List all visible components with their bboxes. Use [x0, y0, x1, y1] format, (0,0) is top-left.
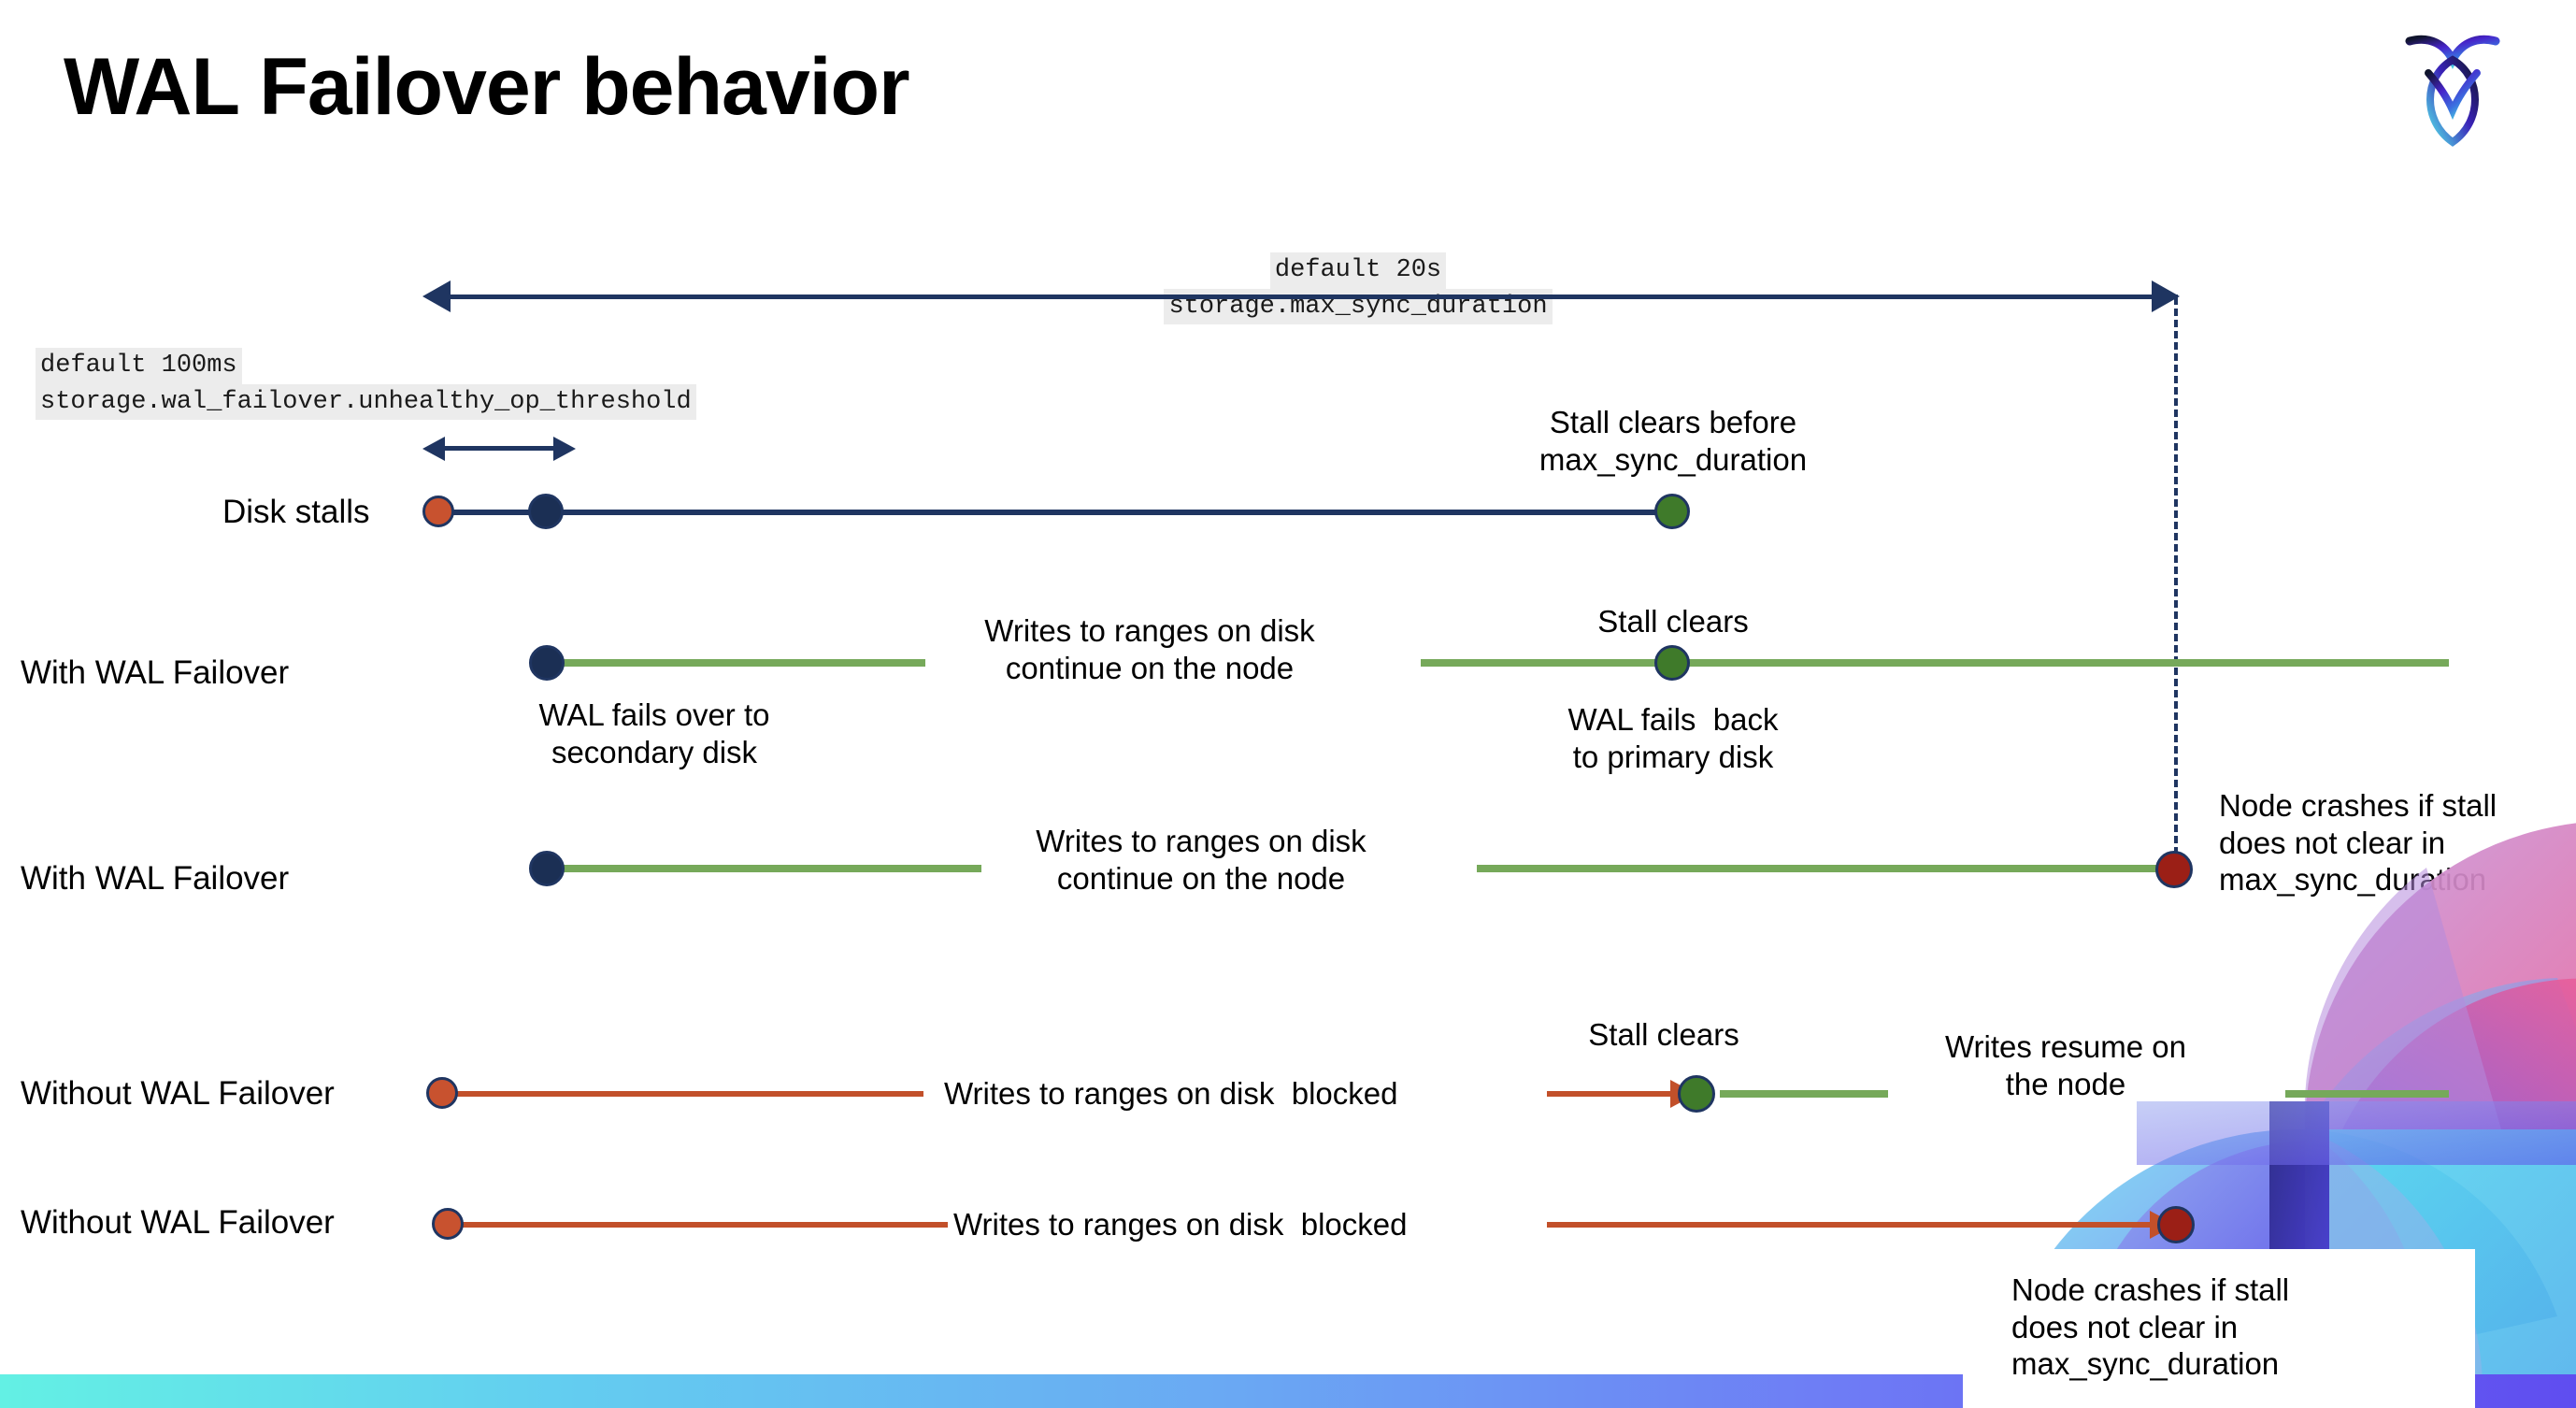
without-failover-clears-resume-line-1 [1720, 1090, 1888, 1098]
with-failover-clears-mid-note: Writes to ranges on disk continue on the… [984, 613, 1315, 685]
without-failover-crash-blocked-note: Writes to ranges on disk blocked [953, 1207, 1408, 1242]
disk-stalls-timeline [439, 510, 1673, 515]
cockroachdb-logo-icon [2402, 24, 2503, 148]
without-failover-crash-callout: Node crashes if stall does not clear in … [1963, 1249, 2475, 1408]
without-failover-clears-blocked-line-2 [1547, 1091, 1687, 1097]
with-failover-clears-segment-2 [1421, 659, 2449, 667]
max-sync-duration-left-arrowhead [422, 280, 451, 312]
row-label-disk-stalls: Disk stalls [222, 494, 370, 530]
with-failover-clears-start-note: WAL fails over to secondary disk [538, 697, 770, 769]
disk-stall-clear-dot [1654, 494, 1690, 529]
max-sync-duration-setting: default 20s storage.max_sync_duration [1138, 252, 1578, 325]
with-failover-crash-segment-1 [542, 865, 981, 872]
disk-stalls-clear-annotation: Stall clears before max_sync_duration [1538, 405, 1808, 477]
without-failover-clears-clear-note: Stall clears [1588, 1017, 1739, 1052]
unhealthy-op-threshold-span-line [443, 446, 555, 451]
row-label-without-wal-failover-clears: Without WAL Failover [21, 1075, 335, 1112]
max-sync-duration-default: default 20s [1269, 252, 1447, 289]
with-failover-crash-start-dot [529, 851, 565, 886]
unhealthy-op-threshold-default: default 100ms [36, 348, 242, 384]
with-failover-clears-clear-note: Stall clears [1597, 604, 1749, 639]
without-failover-clears-resume-line-2 [2285, 1090, 2449, 1098]
with-failover-clears-segment-1 [542, 659, 925, 667]
max-sync-duration-span-line [447, 295, 2178, 299]
without-failover-clears-start-dot [426, 1077, 458, 1109]
disk-stall-start-dot [422, 496, 454, 527]
without-failover-crash-blocked-line-2 [1547, 1222, 2168, 1228]
without-failover-clears-blocked-note: Writes to ranges on disk blocked [944, 1076, 1398, 1111]
with-failover-clears-start-dot [529, 645, 565, 681]
with-failover-crash-dot [2155, 851, 2193, 888]
without-failover-crash-note: Node crashes if stall does not clear in … [2011, 1272, 2290, 1382]
page-title: WAL Failover behavior [64, 42, 910, 132]
unhealthy-op-threshold-setting: default 100ms storage.wal_failover.unhea… [36, 348, 811, 421]
without-failover-clears-clear-dot [1678, 1075, 1715, 1113]
without-failover-crash-blocked-line-1 [452, 1222, 948, 1228]
without-failover-crash-start-dot [432, 1208, 464, 1240]
with-failover-crash-segment-2 [1477, 865, 2168, 872]
row-label-with-wal-failover-crash: With WAL Failover [21, 860, 290, 897]
without-failover-clears-blocked-line-1 [447, 1091, 923, 1097]
unhealthy-op-threshold-name: storage.wal_failover.unhealthy_op_thresh… [36, 383, 696, 421]
max-sync-duration-dropline [2174, 297, 2178, 877]
row-label-with-wal-failover-clears: With WAL Failover [21, 654, 290, 691]
row-label-without-wal-failover-crash: Without WAL Failover [21, 1204, 335, 1241]
unhealthy-op-threshold-left-arrowhead [422, 437, 445, 461]
with-failover-crash-mid-note: Writes to ranges on disk continue on the… [1036, 824, 1367, 896]
unhealthy-op-threshold-right-arrowhead [553, 437, 576, 461]
with-failover-clears-back-note: WAL fails back to primary disk [1567, 702, 1779, 774]
without-failover-crash-dot [2157, 1206, 2195, 1243]
without-failover-clears-resume-note: Writes resume on the node [1945, 1029, 2186, 1101]
disk-stall-threshold-dot [528, 494, 564, 529]
with-failover-clears-clear-dot [1654, 645, 1690, 681]
